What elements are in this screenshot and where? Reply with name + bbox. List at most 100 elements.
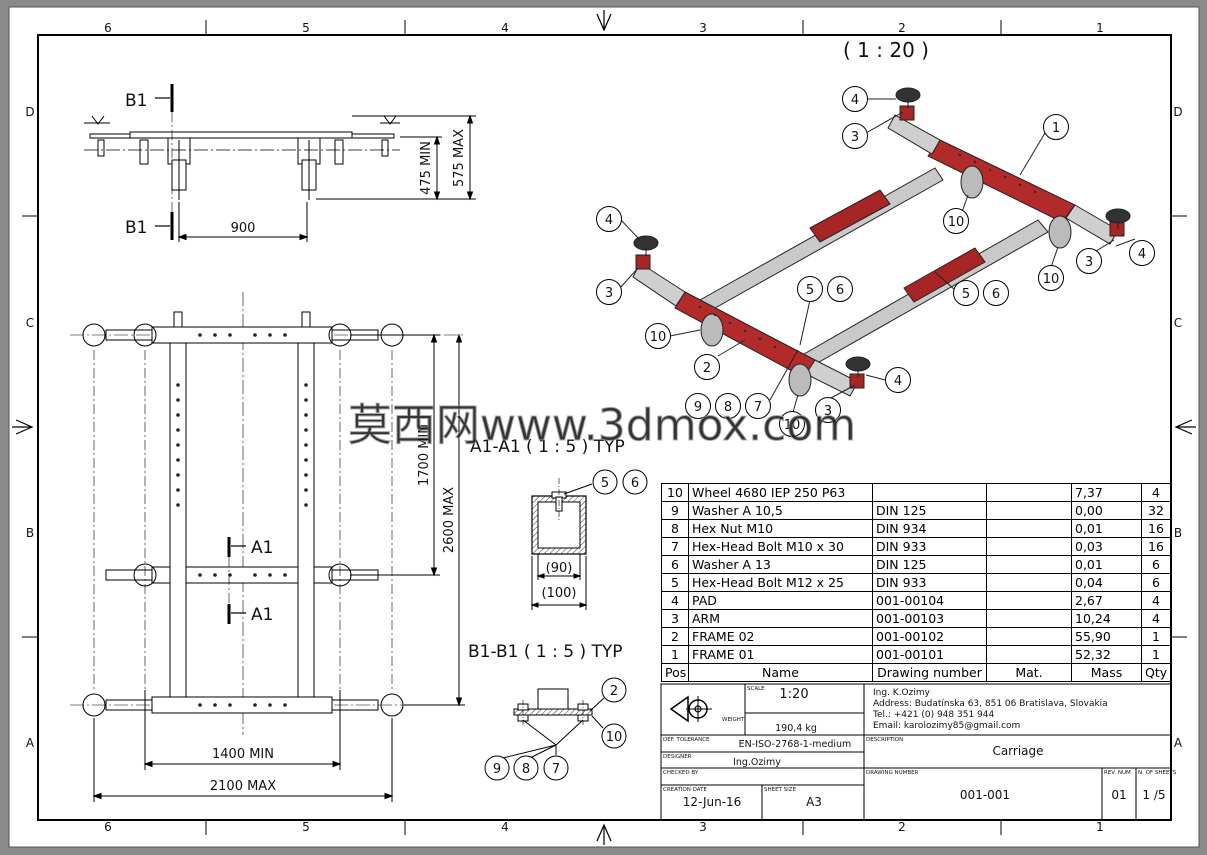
iso-balloon-10-c: 10	[650, 330, 667, 345]
section-a-title: A1-A1 ( 1 : 5 ) TYP	[470, 437, 625, 457]
front-section-mark-bottom: B1	[125, 218, 147, 238]
dim-90: (90)	[546, 561, 573, 576]
iso-balloon-4-c: 4	[605, 213, 613, 228]
iso-balloon-7: 7	[754, 400, 762, 415]
zone-col-top-3: 4	[501, 21, 509, 35]
drawing-number-label: DRAWING NUMBER	[866, 770, 919, 776]
bom-cell: 0,04	[1071, 573, 1142, 592]
dim-575-max: 575 MAX	[452, 129, 467, 187]
section-b-balloons: 2 10 9 8 7	[484, 677, 627, 781]
bom-cell	[986, 591, 1072, 610]
scale-value: 1:20	[779, 687, 808, 702]
sheet-size-value: A3	[806, 795, 822, 809]
bom-cell: 7	[661, 537, 689, 556]
bom-cell: ARM	[688, 609, 873, 628]
bom-cell: 2	[661, 627, 689, 646]
bom-cell	[986, 519, 1072, 538]
bom-header-name: Name	[688, 663, 873, 682]
bom-cell: 16	[1141, 537, 1171, 556]
weight-label: WEIGHT	[722, 717, 745, 723]
bom-cell: 4	[661, 591, 689, 610]
rev-value: 01	[1111, 788, 1126, 802]
bom-cell: 6	[1141, 573, 1171, 592]
drawing-border	[37, 34, 1172, 821]
bom-header-qty: Qty	[1141, 663, 1171, 682]
bom-cell: 0,01	[1071, 555, 1142, 574]
zone-row-right-2: C	[1174, 316, 1182, 330]
zone-col-top-2: 5	[302, 21, 310, 35]
bom-cell	[986, 645, 1072, 664]
bom-cell: 4	[1141, 483, 1171, 502]
zone-col-bottom-2: 5	[302, 820, 310, 834]
iso-balloon-1: 1	[1052, 121, 1060, 136]
bom-cell: 4	[1141, 609, 1171, 628]
dim-475-min: 475 MIN	[419, 141, 434, 195]
bom-cell: 4	[1141, 591, 1171, 610]
iso-balloon-5-b: 5	[806, 283, 814, 298]
dim-2600-max: 2600 MAX	[442, 487, 457, 553]
zone-col-bottom-6: 1	[1096, 820, 1104, 834]
tolerance-value: EN-ISO-2768-1-medium	[739, 739, 852, 750]
zone-col-bottom-1: 6	[104, 820, 112, 834]
bom-cell: Hex-Head Bolt M12 x 25	[688, 573, 873, 592]
zone-col-top-6: 1	[1096, 21, 1104, 35]
bom-cell: 2,67	[1071, 591, 1142, 610]
email: Email: karolozimy85@gmail.com	[873, 721, 1020, 731]
description-label: DESCRIPTION	[866, 737, 903, 743]
iso-hole-dots	[698, 153, 1037, 349]
iso-balloon-3-a: 3	[851, 130, 859, 145]
bom-cell: 32	[1141, 501, 1171, 520]
dim-1400-min: 1400 MIN	[212, 747, 274, 762]
bom-cell: 5	[661, 573, 689, 592]
zone-labels: 6 5 4 3 2 1 6 5 4 3 2 1 D C B A D C B A	[25, 21, 1183, 834]
bom-cell: 16	[1141, 519, 1171, 538]
bom-cell: 0,03	[1071, 537, 1142, 556]
bom-cell	[986, 501, 1072, 520]
front-section-mark-top: B1	[125, 91, 147, 111]
top-view	[70, 292, 465, 802]
bom-cell: 52,32	[1071, 645, 1142, 664]
zone-row-right-4: A	[1174, 736, 1183, 750]
bom-cell: 0,01	[1071, 519, 1142, 538]
bom-cell: 001-00103	[872, 609, 987, 628]
bom-cell	[986, 555, 1072, 574]
zone-row-left-1: D	[25, 105, 34, 119]
bom-cell: Hex-Head Bolt M10 x 30	[688, 537, 873, 556]
bom-cell: FRAME 02	[688, 627, 873, 646]
bom-cell: 9	[661, 501, 689, 520]
zone-row-right-3: B	[1174, 526, 1182, 540]
iso-balloon-10-d: 10	[784, 418, 801, 433]
creation-date-label: CREATION DATE	[663, 787, 707, 793]
top-section-mark-lower: A1	[251, 605, 273, 625]
bom-cell: Wheel 4680 IEP 250 P63	[688, 483, 873, 502]
title-block-text: SCALE 1:20 WEIGHT 190,4 kg Ing. K.Ozimy …	[663, 686, 1177, 809]
iso-balloon-4-d: 4	[894, 374, 902, 389]
bom-header-mass: Mass	[1071, 663, 1142, 682]
bom-cell: 001-00101	[872, 645, 987, 664]
bom-cell: 001-00104	[872, 591, 987, 610]
section-a-balloons: 5 6	[592, 469, 648, 495]
bom-cell: 0,00	[1071, 501, 1142, 520]
bom-cell	[872, 483, 987, 502]
bom-cell	[986, 609, 1072, 628]
bom-cell: DIN 933	[872, 537, 987, 556]
balloon-a-5: 5	[601, 476, 609, 491]
iso-balloon-3-d: 3	[824, 404, 832, 419]
bom-cell: 10	[661, 483, 689, 502]
zone-col-bottom-4: 3	[699, 820, 707, 834]
balloon-b-7: 7	[552, 762, 560, 777]
iso-balloon-10-b: 10	[1043, 272, 1060, 287]
bom-header-pos: Pos	[661, 663, 689, 682]
iso-balloon-2: 2	[703, 361, 711, 376]
bom-cell: Washer A 13	[688, 555, 873, 574]
sheet-no-label: N. OF SHEETS	[1138, 770, 1177, 776]
